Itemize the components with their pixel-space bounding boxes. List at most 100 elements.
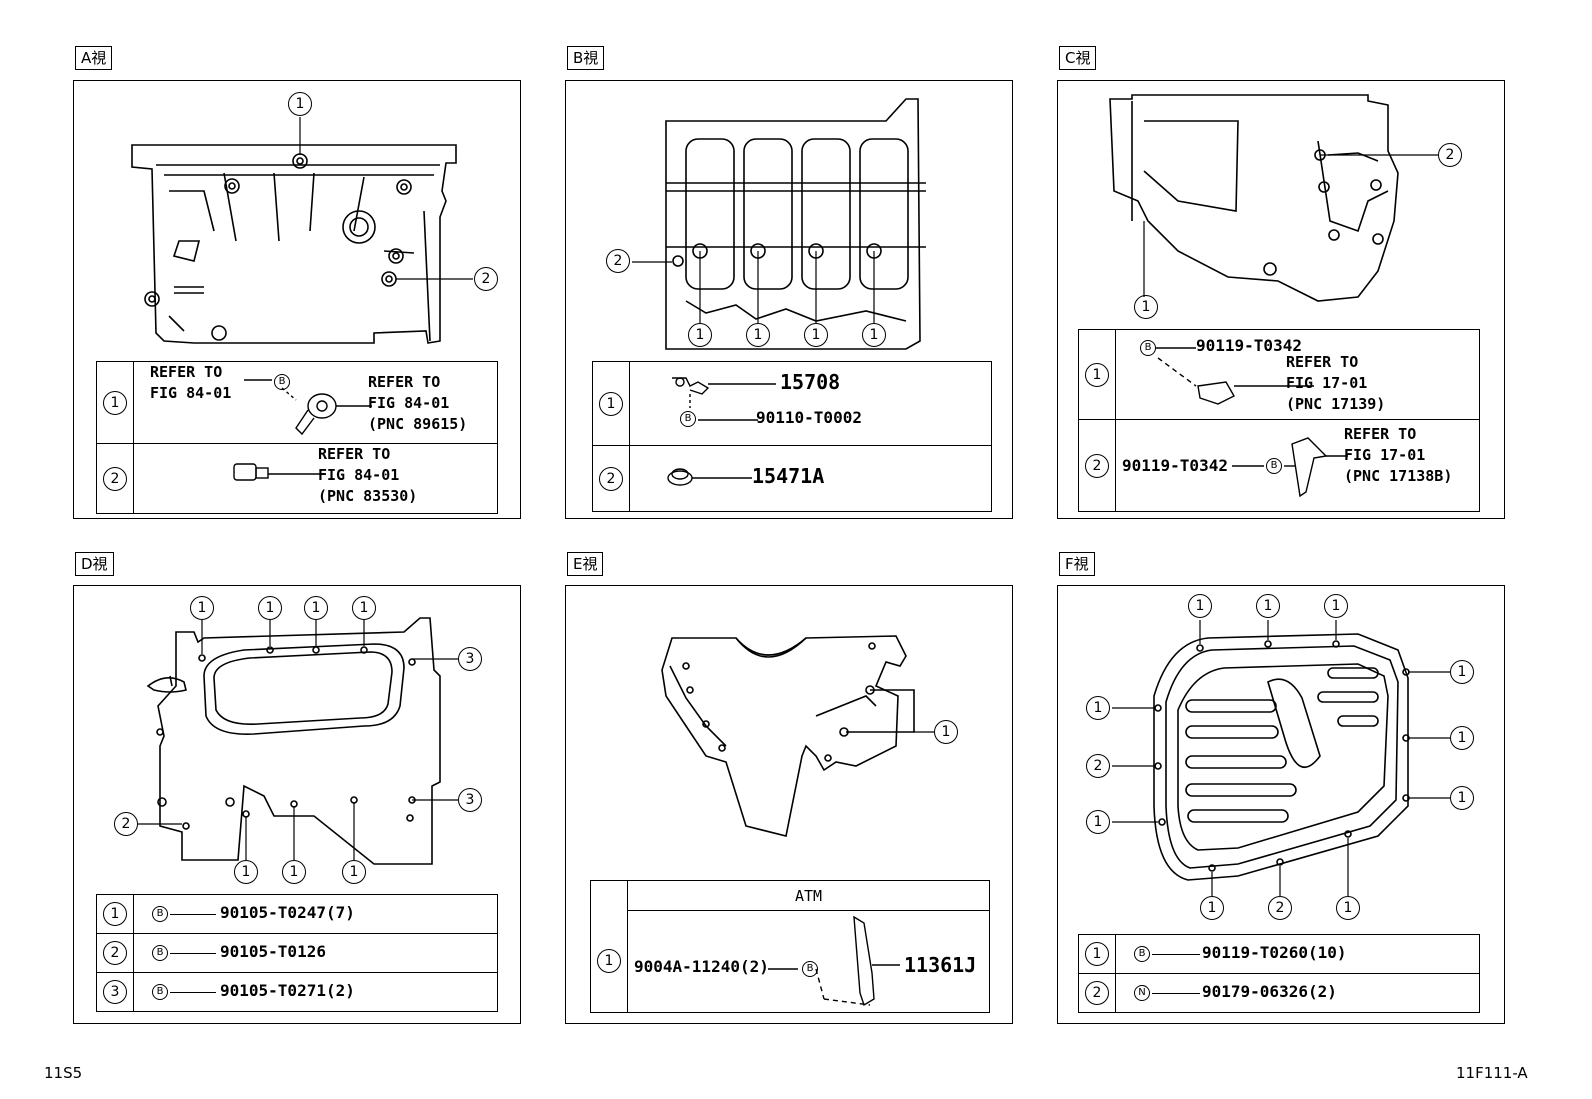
row-3-index: 3 [103,980,127,1004]
plug-icon [667,468,752,486]
oil-pan-gasket-drawing [138,617,458,865]
view-e-parts-table: ATM 1 9004A-11240(2) B 11361J [590,880,990,1013]
row-2-index: 2 [599,466,623,491]
bolt-b-icon: B [152,945,168,961]
part-number-90119-t0260: 90119-T0260(10) [1202,943,1347,962]
row-2-index: 2 [103,941,127,965]
view-a-parts-table: 1 REFER TO FIG 84-01 B REFER TO FIG 84-0… [96,361,498,514]
flywheel-housing-drawing [661,635,934,837]
leader-line [1152,993,1200,994]
callout-1: 1 [862,323,886,347]
callout-3: 3 [458,788,482,812]
row-1-index: 1 [1085,942,1109,966]
cylinder-block-drawing [632,98,926,350]
bracket-icon [768,915,900,1007]
oil-pan-top-drawing [131,117,473,344]
part-number-90105-t0271: 90105-T0271(2) [220,981,355,1000]
part-number-90105-t0247: 90105-T0247(7) [220,903,355,922]
callout-2: 2 [474,267,498,291]
nut-n-icon: N [1134,985,1150,1001]
oil-pressure-switch-ref: REFER TO FIG 84-01 (PNC 83530) [318,445,418,505]
leader-line [170,992,216,993]
knock-sensor-ref-left: REFER TO FIG 84-01 [150,363,232,402]
callout-1: 1 [1336,896,1360,920]
view-c-parts-table: 1 B 90119-T0342 REFER TO FIG 17-01 (PNC … [1078,329,1480,512]
part-number-11361j: 11361J [904,953,977,977]
bolt-b-icon: B [1134,946,1150,962]
view-b-label: B視 [567,46,605,70]
row-1-index: 1 [103,902,127,926]
view-a-label: A視 [75,46,113,70]
view-b-parts-table: 1 15708 B 90110-T0002 2 [592,361,992,512]
bracket-icon [1232,437,1348,498]
callout-2: 2 [1086,754,1110,778]
atm-header: ATM [627,880,990,911]
callout-2: 2 [1268,896,1292,920]
callout-1: 1 [1450,726,1474,750]
view-d-parts-table: 1 B 90105-T0247(7) 2 B 90105-T0126 3 B 9… [96,894,498,1012]
bolt-b-icon: B [680,411,696,427]
row-2-index: 2 [1085,453,1109,478]
oil-jet-icon [672,377,776,421]
footer-code-right: 11F111-A [1456,1064,1528,1082]
bracket-ref: REFER TO FIG 17-01 (PNC 17139) [1286,353,1386,413]
callout-1: 1 [934,720,958,744]
callout-1: 1 [746,323,770,347]
oil-pan-gasket-drawing [1112,620,1450,896]
view-b-panel: 2 1 1 1 1 1 15708 B 90110-T0002 2 [565,80,1013,519]
knock-sensor-ref-right: REFER TO FIG 84-01 (PNC 89615) [368,373,468,433]
leader-line [170,953,216,954]
view-f-panel: 1 1 1 1 1 1 1 2 1 1 2 1 1 B 90119-T0260(… [1057,585,1505,1024]
bolt-b-icon: B [1266,458,1282,474]
callout-2: 2 [114,812,138,836]
bracket-ref: REFER TO FIG 17-01 (PNC 17138B) [1344,425,1453,485]
callout-1: 1 [1324,594,1348,618]
callout-1: 1 [1086,696,1110,720]
part-number-90119-t0342: 90119-T0342 [1196,336,1302,355]
callout-1: 1 [190,596,214,620]
callout-1: 1 [304,596,328,620]
knock-sensor-icon [244,379,372,436]
part-number-90110-t0002: 90110-T0002 [756,408,862,427]
view-f-label: F視 [1059,552,1095,576]
oil-pressure-switch-icon [233,463,326,481]
callout-1: 1 [1256,594,1280,618]
row-1-index: 1 [1085,362,1109,387]
view-a-panel: 1 2 1 REFER TO FIG 84-01 B REFER TO FIG … [73,80,521,519]
view-d-label: D視 [75,552,114,576]
view-e-panel: 1 ATM 1 9004A-11240(2) B 11361J [565,585,1013,1024]
row-1-index: 1 [599,391,623,416]
bolt-b-icon: B [152,984,168,1000]
callout-1: 1 [342,860,366,884]
leader-line [170,914,216,915]
part-number-15708: 15708 [780,370,841,394]
part-number-90179-06326: 90179-06326(2) [1202,982,1337,1001]
callout-1: 1 [1450,786,1474,810]
callout-2: 2 [1438,143,1462,167]
footer-code-left: 11S5 [44,1064,83,1082]
view-c-panel: 2 1 1 B 90119-T0342 REFER TO FIG 17-01 (… [1057,80,1505,519]
view-d-panel: 1 1 1 1 3 3 2 1 1 1 1 B 90105-T0247(7) 2… [73,585,521,1024]
callout-1: 1 [288,92,312,116]
view-e-label: E視 [567,552,604,576]
bolt-b-icon: B [802,961,818,977]
callout-1: 1 [1188,594,1212,618]
callout-1: 1 [804,323,828,347]
callout-1: 1 [234,860,258,884]
callout-3: 3 [458,647,482,671]
callout-1: 1 [282,860,306,884]
part-number-90105-t0126: 90105-T0126 [220,942,326,961]
callout-1: 1 [1450,660,1474,684]
callout-1: 1 [688,323,712,347]
part-number-90119-t0342: 90119-T0342 [1122,456,1228,475]
bracket-icon [1156,347,1314,405]
callout-1: 1 [1086,810,1110,834]
callout-1: 1 [352,596,376,620]
part-number-15471a: 15471A [752,464,825,488]
callout-1: 1 [1200,896,1224,920]
callout-1: 1 [258,596,282,620]
part-number-9004a-11240: 9004A-11240(2) [634,957,769,976]
callout-2: 2 [606,249,630,273]
row-1-index: 1 [103,390,127,415]
oil-pan-side-drawing [1109,94,1438,302]
